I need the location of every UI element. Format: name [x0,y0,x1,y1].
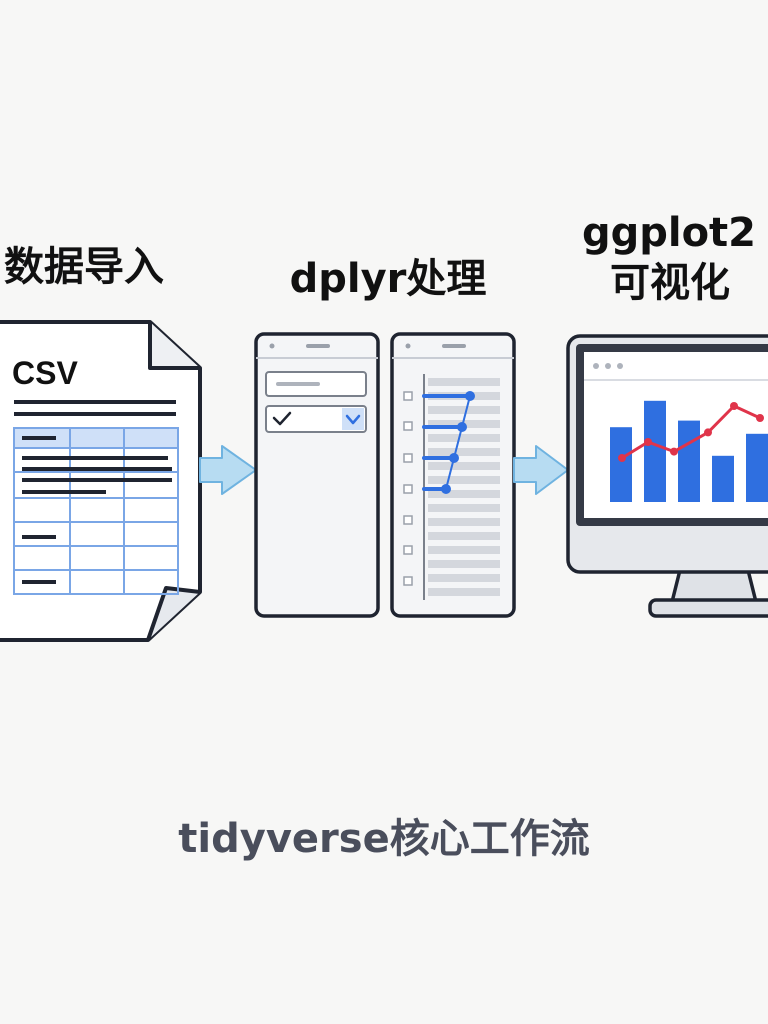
stage-label-visualize: 可视化 [610,260,730,306]
chart-bar [746,433,768,502]
chart-bar [610,427,632,502]
flow-arrow-icon [199,445,257,495]
csv-table-grid [13,427,179,595]
stage-label-process: dplyr处理 [289,256,487,302]
chart-line-point [704,428,712,437]
chart-bar [678,420,700,502]
chart-line-point [670,447,678,456]
monitor-chart-icon [566,334,768,618]
chart-bar [644,400,666,502]
chart-line-point [618,454,626,462]
diagram-caption: tidyverse核心工作流 [178,816,590,862]
chart-line-point [730,402,738,410]
chart-bar [712,455,734,502]
chart-line-path [621,404,761,460]
filter-panel-icon [254,332,380,618]
chart-line [618,402,764,462]
chart-line-point [756,414,764,422]
arrange-panel-icon [390,332,516,618]
csv-document-icon [0,320,202,642]
chart-line-point [644,438,652,446]
chart-bars [610,400,768,502]
stage-label-import: 数据导入 [4,244,164,290]
stage-label-ggplot: ggplot2 [581,210,757,256]
flow-arrow-icon-2 [513,445,569,495]
